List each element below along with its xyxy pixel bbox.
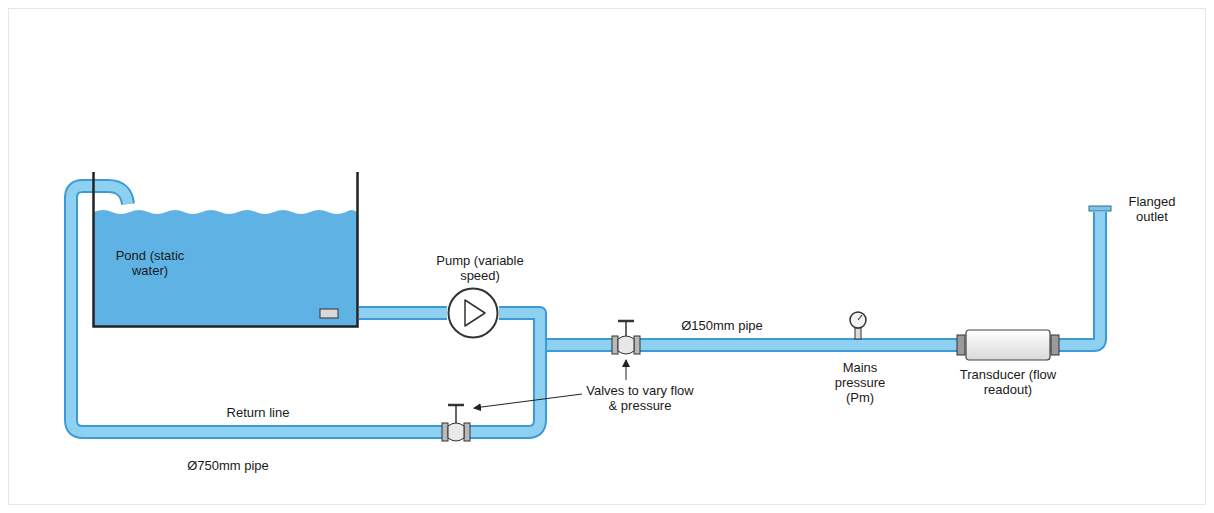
pipe-outline — [499, 313, 965, 345]
pipe-outline — [71, 186, 540, 432]
outlet-pipe — [1050, 206, 1111, 345]
pipe-connector — [359, 313, 447, 314]
valve-symbol — [442, 405, 470, 441]
gauge-dial — [850, 312, 866, 328]
transducer-outline — [965, 329, 1051, 361]
node-label: Pond (static water) — [100, 248, 200, 278]
valve-handle — [618, 320, 634, 323]
transducer-flange — [957, 335, 965, 355]
pump-casing — [449, 289, 498, 338]
gauge-stem — [855, 328, 861, 339]
pond-tank: Pond (static water) — [92, 168, 359, 328]
valve-handle — [448, 404, 464, 407]
node-label: Transducer (flow readout) — [954, 367, 1062, 397]
pipe-fill — [71, 186, 540, 432]
valve-flange — [442, 423, 448, 441]
pond-walls — [94, 172, 358, 327]
valve-stem — [455, 406, 457, 423]
pump-circle: Pump (variable speed) — [447, 287, 499, 339]
outlet-flange — [1089, 206, 1111, 211]
valve-flange — [612, 336, 618, 354]
pipe-outline — [1050, 212, 1100, 345]
gauge-needle — [858, 315, 862, 320]
pipe-name: Return line — [208, 405, 308, 420]
pipe-fill — [1050, 212, 1100, 345]
pump-triangle — [465, 300, 485, 326]
valve-body — [448, 423, 464, 441]
transducer-box: Transducer (flow readout) — [965, 329, 1051, 361]
intake-strainer — [320, 309, 338, 318]
valve-flange — [464, 423, 470, 441]
pipe-connector — [499, 313, 965, 345]
pipe-fill — [359, 308, 447, 318]
pipe-outline — [359, 306, 447, 320]
pond-water — [94, 210, 357, 326]
pipe-size: Ø750mm pipe — [173, 458, 283, 473]
valve-symbol — [612, 321, 640, 354]
valve-callout: Valves to vary flow & pressure — [586, 383, 694, 413]
node-label: Pump (variable speed) — [424, 253, 536, 283]
leader-arrow — [474, 394, 582, 408]
transducer-body — [966, 330, 1050, 360]
valve-flange — [634, 336, 640, 354]
valve-body — [618, 336, 634, 354]
pump-outline — [447, 287, 499, 339]
valve-stem — [625, 322, 627, 336]
gauge-label: Mains pressure (Pm) — [829, 360, 891, 405]
leader-arrow — [626, 360, 627, 380]
pipe-fill — [499, 313, 965, 345]
transducer-flange — [1051, 335, 1059, 355]
pipe-size: Ø150mm pipe — [662, 318, 782, 333]
pressure-gauge — [850, 312, 866, 339]
outlet-label: Flanged outlet — [1123, 194, 1181, 224]
return-pipe — [71, 186, 540, 432]
